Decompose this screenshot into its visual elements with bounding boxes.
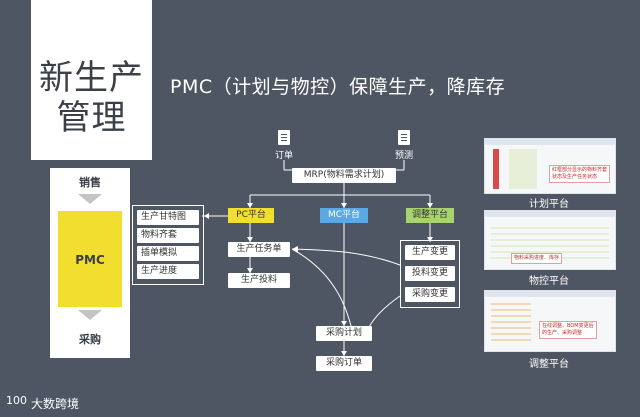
input-order: 订单 [274, 151, 293, 161]
connector-curve [291, 248, 353, 331]
arrowhead [247, 203, 253, 208]
pc-task-list: 生产甘特图 物料齐套 插单模拟 生产进度 [132, 205, 204, 285]
material-platform-screenshot: 物料采购进度、库存 [484, 210, 616, 270]
list-item: 生产进度 [137, 264, 199, 279]
arrowhead [427, 237, 433, 242]
arrowhead [427, 203, 433, 208]
arrowhead [341, 351, 347, 356]
list-item: 插单模拟 [137, 246, 199, 261]
stage-column: 销售 PMC 采购 [50, 168, 130, 358]
document-icon [398, 130, 410, 145]
mrp-node: MRP(物料需求计划) [292, 168, 396, 183]
document-icon [278, 130, 290, 145]
arrowhead [247, 237, 253, 242]
arrowhead [341, 321, 347, 326]
arrowhead [292, 246, 298, 252]
title-panel: 新生产 管理 [31, 0, 152, 160]
purchase-plan-node: 采购计划 [316, 326, 372, 341]
screenshot-note: 在线调整、BOM变更后 的生产、采购调整 [539, 321, 597, 339]
stage-sales: 销售 [79, 176, 101, 189]
arrowhead [247, 268, 253, 273]
plan-platform-screenshot: 红框部分显示的物料齐套 状态及生产任务状态 [484, 138, 616, 194]
headline: PMC（计划与物控）保障生产，降库存 [170, 76, 506, 98]
page-title: 新生产 管理 [39, 58, 144, 138]
platform-mc: MC平台 [320, 208, 368, 223]
chevron-down-icon [78, 194, 102, 204]
list-item: 生产甘特图 [137, 210, 199, 225]
platform-pc: PC平台 [228, 208, 274, 223]
stage-purchase: 采购 [79, 333, 101, 346]
production-feed-node: 生产投料 [228, 273, 290, 288]
screenshot-caption: 调整平台 [529, 359, 569, 370]
adjust-list: 生产变更 投料变更 采购变更 [400, 240, 460, 308]
logo-text: 大数跨境 [31, 397, 80, 411]
arrowhead [341, 203, 347, 208]
chevron-down-icon [78, 310, 102, 320]
stage-pmc: PMC [75, 253, 105, 267]
list-item: 物料齐套 [137, 228, 199, 243]
screenshot-note: 物料采购进度、库存 [511, 253, 563, 264]
logo-mark: 100 [6, 394, 27, 407]
screenshot-caption: 物控平台 [529, 276, 569, 287]
stage-pmc-highlight [58, 211, 122, 307]
list-item: 生产变更 [405, 245, 455, 260]
arrowhead [204, 213, 209, 219]
purchase-order-node: 采购订单 [316, 356, 372, 371]
adjust-platform-screenshot: 在线调整、BOM变更后 的生产、采购调整 [484, 290, 616, 352]
production-task-node: 生产任务单 [228, 242, 290, 257]
list-item: 采购变更 [405, 287, 455, 302]
connector-curve [291, 248, 401, 266]
screenshot-note: 红框部分显示的物料齐套 状态及生产任务状态 [549, 165, 611, 183]
list-item: 投料变更 [405, 266, 455, 281]
platform-adjust: 调整平台 [406, 208, 454, 223]
input-forecast: 预测 [394, 151, 413, 161]
screenshot-caption: 计划平台 [529, 199, 569, 210]
